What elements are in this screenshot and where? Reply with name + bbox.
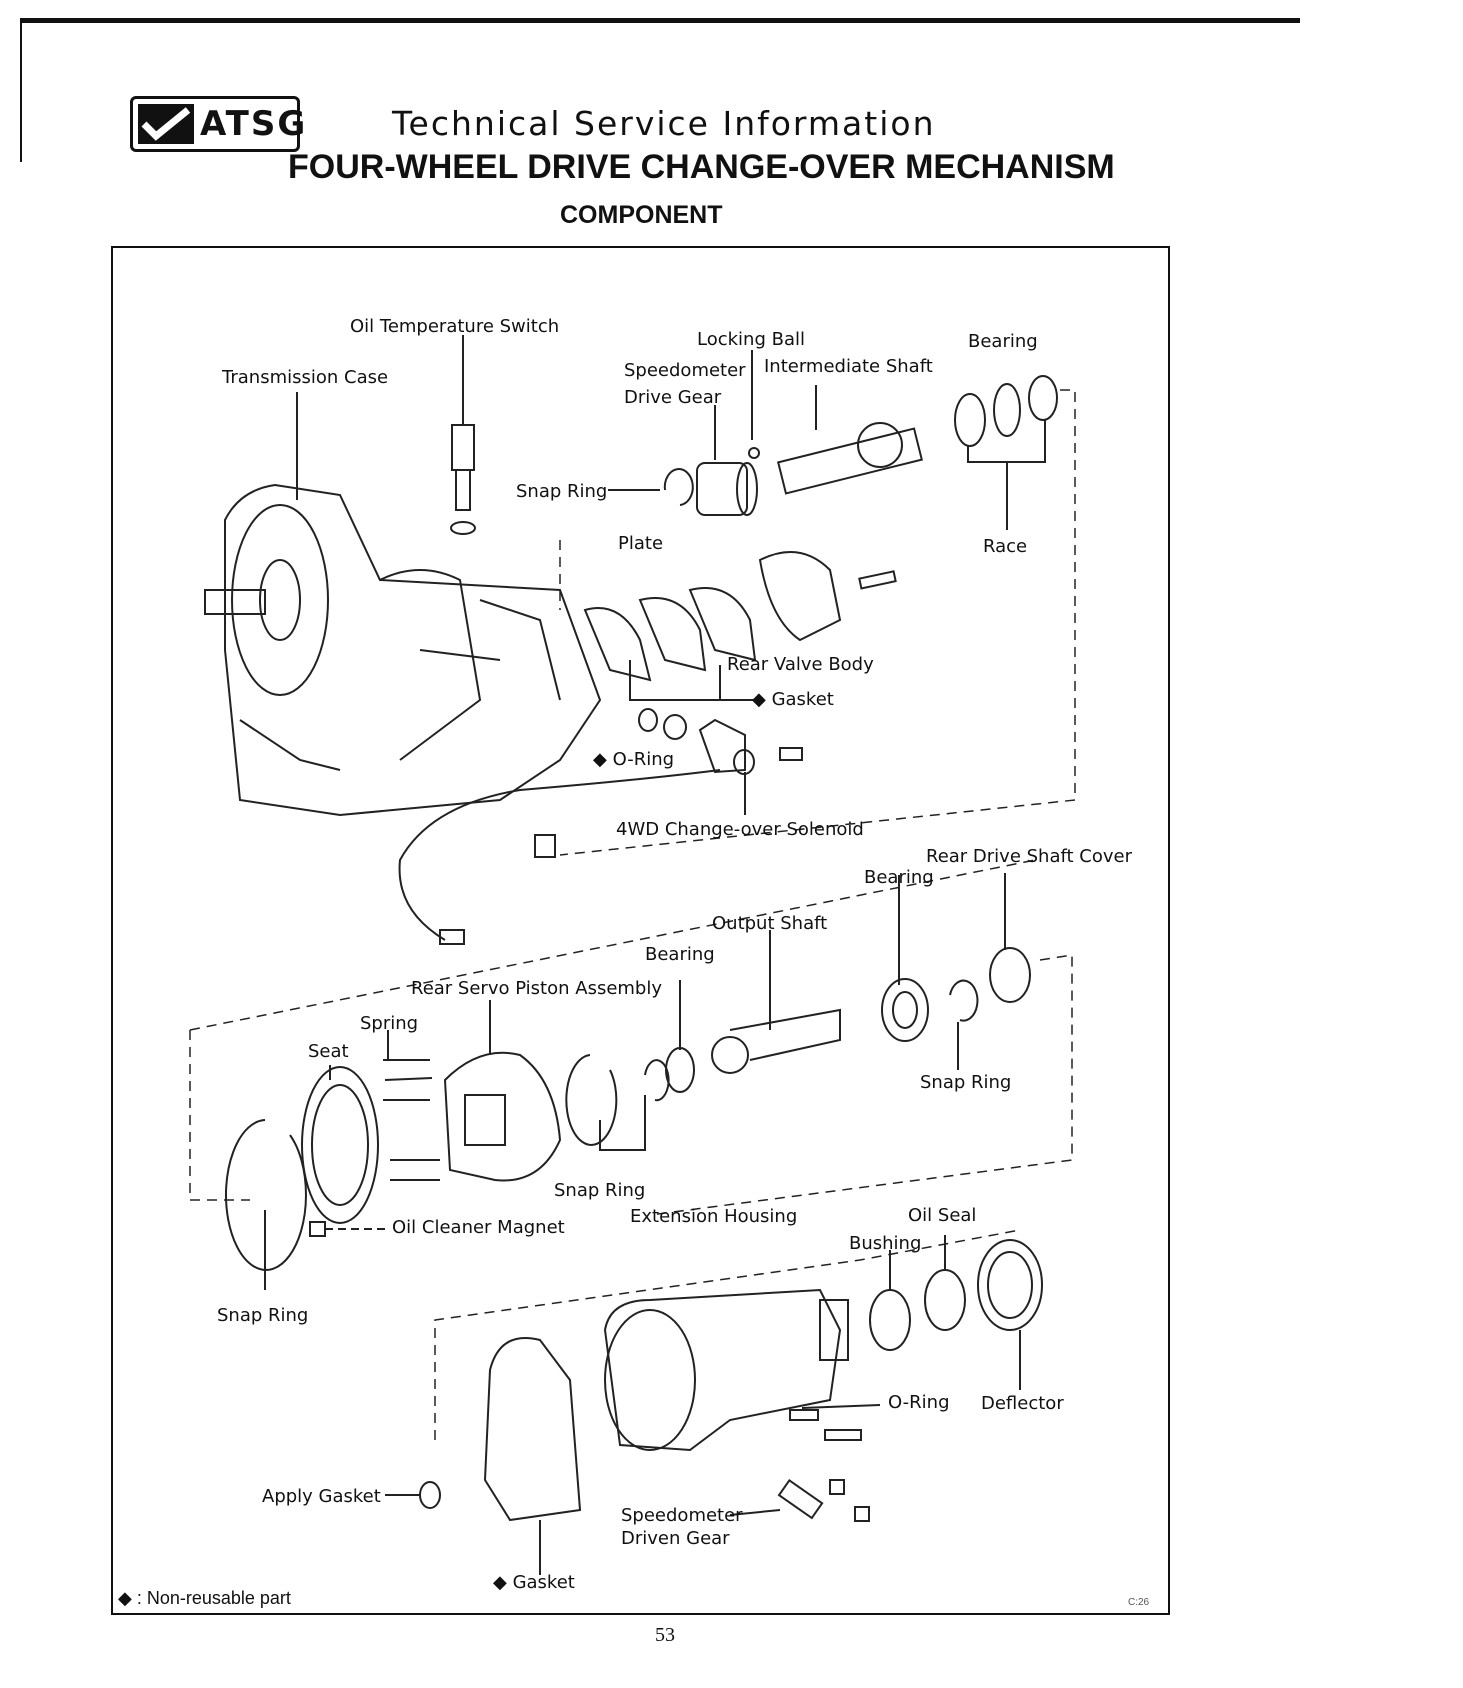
assembly-guide-lines [189,389,1076,1440]
label-snap-ring-mid: Snap Ring [554,1180,646,1201]
label-4wd-solenoid: 4WD Change-over Solenoid [616,819,864,840]
label-oil-cleaner-magnet: Oil Cleaner Magnet [392,1217,565,1238]
non-reusable-note: ◆ : Non-reusable part [118,1588,291,1608]
label-spring: Spring [360,1013,419,1034]
label-o-ring-bottom: O-Ring [888,1392,950,1413]
label-bushing: Bushing [849,1233,922,1254]
label-speedometer-drive-gear-line2: Drive Gear [624,387,722,408]
label-extension-housing: Extension Housing [630,1206,798,1227]
extension-housing-drawing [385,1235,1043,1575]
checkmark-icon [138,104,194,144]
valve-body-drawing [583,551,897,701]
label-bearing-top: Bearing [968,331,1038,352]
label-snap-ring-top: Snap Ring [516,481,608,502]
label-rear-drive-shaft-cover: Rear Drive Shaft Cover [926,846,1133,867]
label-transmission-case: Transmission Case [222,367,389,388]
header-subtitle: Technical Service Information [392,104,936,143]
label-speedometer-driven-gear-line2: Driven Gear [621,1528,730,1549]
output-shaft-drawing [565,873,1031,1151]
label-oil-temperature-switch: Oil Temperature Switch [350,316,560,337]
upper-shaft-parts [663,375,1058,530]
top-rule [20,18,1300,23]
page-number: 53 [655,1624,675,1646]
label-plate: Plate [618,533,664,554]
label-gasket-bottom: ◆ Gasket [493,1572,575,1593]
left-rule [20,22,22,162]
label-speedometer-drive-gear-line1: Speedometer [624,360,746,381]
label-race: Race [983,536,1028,557]
label-intermediate-shaft: Intermediate Shaft [764,356,933,377]
solenoid-drawing [398,708,803,945]
logo-text: ATSG [200,104,308,144]
label-locking-ball: Locking Ball [697,329,805,350]
label-snap-ring-right: Snap Ring [920,1072,1012,1093]
label-bearing-mid: Bearing [645,944,715,965]
oil-temp-switch-drawing [450,335,476,535]
leader-lines [296,350,817,500]
section-title: COMPONENT [560,201,723,229]
rear-servo-piston-drawing [224,1000,562,1290]
label-o-ring-top: ◆ O-Ring [593,749,675,770]
label-snap-ring-left: Snap Ring [217,1305,309,1326]
label-bearing-right: Bearing [864,867,934,888]
label-speedometer-driven-gear-line1: Speedometer [621,1505,743,1526]
transmission-case-drawing [204,483,602,817]
diagram-frame [111,246,1170,1615]
label-gasket-valve: ◆ Gasket [752,689,834,710]
label-deflector: Deflector [981,1393,1064,1414]
label-oil-seal: Oil Seal [908,1205,977,1226]
atsg-logo: ATSG [130,96,305,152]
label-rear-servo-piston: Rear Servo Piston Assembly [411,978,663,999]
label-rear-valve-body: Rear Valve Body [727,654,874,675]
figure-code: C:26 [1128,1597,1150,1608]
label-seat: Seat [308,1041,349,1062]
label-output-shaft: Output Shaft [712,913,828,934]
page-title: FOUR-WHEEL DRIVE CHANGE-OVER MECHANISM [288,148,1115,186]
label-apply-gasket: Apply Gasket [262,1486,381,1507]
